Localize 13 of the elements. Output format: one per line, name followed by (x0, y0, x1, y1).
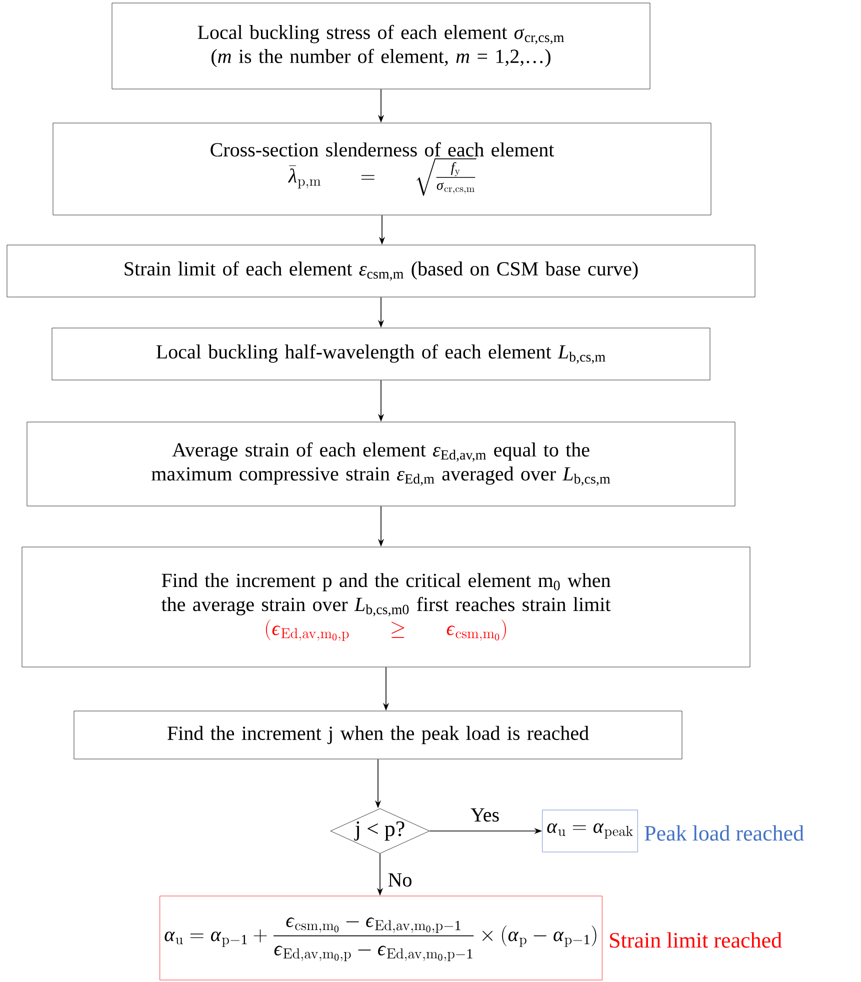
formula-box: $\alpha_{\mathrm{u}} = \alpha_{\mathrm{peak}}$ (542, 810, 638, 852)
process-box: Local buckling stress of each element σ$_{cr,cs,m}$ (m is the number of element, m = 1,2,…) (112, 2, 650, 90)
edge-label: Yes (469, 807, 501, 823)
result-label: Strain limit reached (610, 932, 782, 948)
process-box: Find the increment p and the critical element m$_{0}$ when the average strain over L$_{b,cs,m0}$ first reaches strain limit $(\varepsilon_{\mathrm{Ed,av,m_0,p}} \geq \varepsilon_{\mathrm{csm,m_0}})$ (22, 546, 750, 668)
formula-box: $\alpha_{\mathrm{u}} = \alpha_{\mathrm{p-1}} + \frac{\varepsilon_{\mathrm{csm,m_0}} - \varepsilon_{\mathrm{Ed,av,m_0,p-1}}}{\varepsilon_{\mathrm{Ed,av,m_0,p}} - \varepsilon_{\mathrm{Ed,av,m_0,p-1}}} \times \left(\alpha_{\mathrm{p}} - \alpha_{\mathrm{p-1}}\right)$ (160, 896, 602, 980)
process-box: Local buckling half-wavelength of each element L$_{b,cs,m}$ (52, 328, 710, 380)
result-label: Peak load reached (644, 825, 804, 841)
process-box: Average strain of each element ε$_{Ed,av,m}$ equal to the maximum compressive strain ε$_{Ed,m}$ averaged over L$_{b,cs,m}$ (26, 422, 736, 506)
process-box: Cross-section slenderness of each element $\bar{\lambda}_{\mathrm{p,m}} = \sqrt{\frac{f_{\mathrm{y}}}{\sigma_{\mathrm{cr,cs,m}}}}$ (52, 122, 712, 216)
process-box: Find the increment j when the peak load is reached (74, 710, 682, 760)
process-box: Strain limit of each element ε$_{csm,m}$ (based on CSM base curve) (6, 244, 756, 298)
edge-label: No (386, 872, 414, 888)
